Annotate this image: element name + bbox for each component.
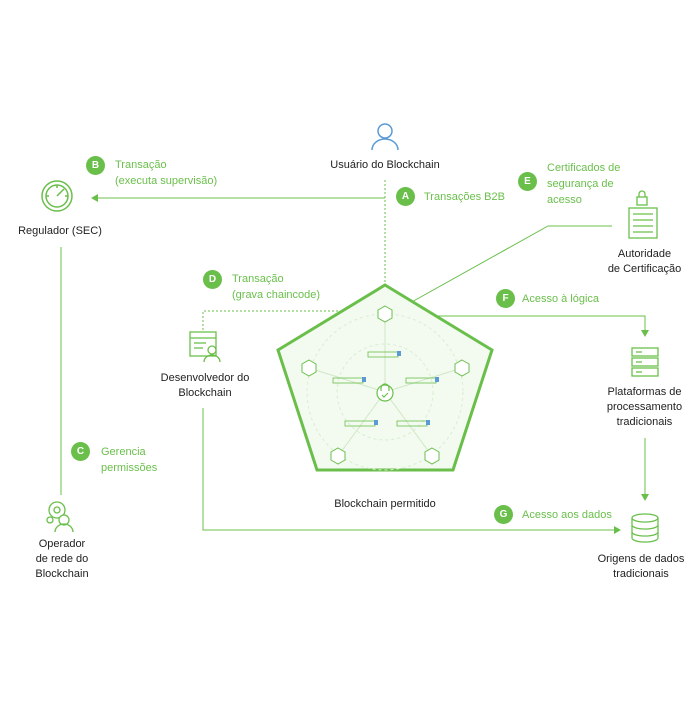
step-g-label: Acesso aos dados	[522, 509, 612, 521]
step-badge-a: A	[396, 187, 415, 206]
step-b-label: Transação (executa supervisão)	[115, 157, 217, 189]
user-label: Usuário do Blockchain	[330, 159, 440, 171]
platforms-line2: processamento	[606, 401, 683, 413]
step-badge-e: E	[518, 172, 537, 191]
step-e-line1: Certificados de	[547, 162, 621, 174]
operator-line3: Blockchain	[35, 568, 89, 580]
step-e-line3: acesso	[547, 194, 582, 206]
gauge-icon	[41, 180, 73, 212]
ca-line2: de Certificação	[607, 263, 682, 275]
node-hex-lower-left	[330, 447, 346, 465]
developer-label: Desenvolvedor do Blockchain	[145, 371, 265, 401]
ca-label: Autoridade de Certificação	[592, 247, 697, 277]
datasources-label: Origens de dados tradicionais	[585, 552, 697, 582]
datasources-line1: Origens de dados	[597, 553, 685, 565]
step-c-label: Gerencia permissões	[101, 444, 157, 476]
arrow-data-access	[202, 408, 621, 534]
certificate-server-icon	[628, 190, 658, 239]
arrow-ca-to-blockchain	[391, 225, 612, 314]
step-a-label: Transações B2B	[424, 191, 505, 203]
step-d-line2: (grava chaincode)	[232, 289, 321, 301]
blockchain-pentagon	[276, 283, 494, 472]
operator-gear-icon	[46, 501, 74, 533]
regulator-label: Regulador (SEC)	[18, 225, 102, 237]
platforms-line1: Plataformas de	[607, 386, 682, 398]
lock-icon	[376, 383, 394, 402]
developer-line2: Blockchain	[178, 387, 232, 399]
node-hex-right	[454, 359, 470, 377]
step-d-label: Transação (grava chaincode)	[232, 271, 320, 303]
developer-icon	[189, 331, 221, 363]
step-badge-b: B	[86, 156, 105, 175]
step-e-label: Certificados de segurança de acesso	[547, 160, 620, 208]
operator-line2: de rede do	[35, 553, 89, 565]
step-badge-g: G	[494, 505, 513, 524]
step-b-line1: Transação	[115, 159, 167, 171]
node-hex-lower-right	[424, 447, 440, 465]
ca-line1: Autoridade	[617, 248, 672, 260]
platforms-label: Plataformas de processamento tradicionai…	[592, 385, 697, 430]
node-hex-top	[377, 305, 393, 323]
step-c-line2: permissões	[101, 462, 158, 474]
operator-label: Operador de rede do Blockchain	[12, 537, 112, 582]
platforms-line3: tradicionais	[616, 416, 673, 428]
step-badge-c: C	[71, 442, 90, 461]
step-badge-f: F	[496, 289, 515, 308]
step-d-line1: Transação	[232, 273, 284, 285]
user-icon	[371, 123, 399, 151]
database-icon	[631, 513, 659, 543]
server-stack-icon	[631, 347, 659, 377]
developer-line1: Desenvolvedor do	[160, 372, 250, 384]
step-f-label: Acesso à lógica	[522, 293, 600, 305]
node-hex-left	[301, 359, 317, 377]
operator-line1: Operador	[38, 538, 86, 550]
blockchain-label: Blockchain permitido	[334, 498, 436, 510]
step-b-line2: (executa supervisão)	[115, 175, 218, 187]
step-e-line2: segurança de	[547, 178, 614, 190]
step-c-line1: Gerencia	[101, 446, 146, 458]
datasources-line2: tradicionais	[613, 568, 669, 580]
step-badge-d: D	[203, 270, 222, 289]
